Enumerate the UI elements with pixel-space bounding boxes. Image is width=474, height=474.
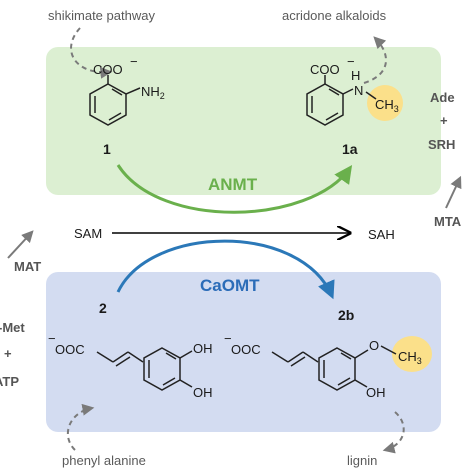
ade-label: Ade xyxy=(430,90,455,105)
compound-2b-number: 2b xyxy=(338,307,354,323)
compound-2b-charge: − xyxy=(224,331,232,346)
compound-1-number: 1 xyxy=(103,141,111,157)
plus-1: + xyxy=(440,113,448,128)
anmt-label: ANMT xyxy=(208,175,258,194)
compound-2-ooc: OOC xyxy=(55,342,85,357)
phenyl-dashed-arrow xyxy=(66,403,95,451)
compound-1a-number: 1a xyxy=(342,141,358,157)
mta-arrow xyxy=(445,175,462,209)
compound-2-number: 2 xyxy=(99,300,107,316)
mta-label: MTA xyxy=(434,214,462,229)
methyl-highlight-1a xyxy=(367,85,403,121)
caomt-panel xyxy=(46,272,441,432)
anmt-arrow xyxy=(116,164,353,214)
caomt-label: CaOMT xyxy=(200,276,260,295)
mat-label: MAT xyxy=(14,259,41,274)
lignin-label: lignin xyxy=(347,453,377,468)
compound-1a-h: H xyxy=(351,68,360,83)
compound-1a-ch3: CH3 xyxy=(375,97,399,114)
compound-2-structure xyxy=(96,347,193,391)
phenyl-alanine-label: phenyl alanine xyxy=(62,453,146,468)
compound-2-oh-top: OH xyxy=(193,341,213,356)
plus-2: + xyxy=(4,346,12,361)
lignin-dashed-arrow xyxy=(382,411,405,454)
acridone-dashed-arrow xyxy=(363,36,387,84)
compound-2b-ooc: OOC xyxy=(231,342,261,357)
anmt-panel xyxy=(46,47,441,195)
met-label: -Met xyxy=(0,320,25,335)
methyl-highlight-2b xyxy=(392,336,432,372)
compound-2-charge: − xyxy=(48,331,56,346)
acridone-label: acridone alkaloids xyxy=(282,8,387,23)
compound-2b-ch3: CH3 xyxy=(398,349,422,366)
mat-arrow xyxy=(7,230,34,259)
compound-2b-oh: OH xyxy=(366,385,386,400)
compound-1a-n: N xyxy=(354,83,363,98)
compound-1-structure xyxy=(89,75,141,126)
compound-1-nh2: NH2 xyxy=(141,84,165,101)
sah-label: SAH xyxy=(368,227,395,242)
compound-1-coo: COO xyxy=(93,62,123,77)
compound-2b-o: O xyxy=(369,338,379,353)
compound-1a-structure xyxy=(306,75,377,126)
compound-1-coo-charge: − xyxy=(130,54,138,69)
compound-1a-coo-charge: − xyxy=(347,54,355,69)
compound-1a-coo: COO xyxy=(310,62,340,77)
compound-2b-structure xyxy=(271,345,397,391)
srh-label: SRH xyxy=(428,137,455,152)
shikimate-dashed-arrow xyxy=(70,27,113,79)
caomt-arrow xyxy=(116,239,335,300)
sam-label: SAM xyxy=(74,226,102,241)
atp-label: ATP xyxy=(0,374,19,389)
shikimate-label: shikimate pathway xyxy=(48,8,155,23)
compound-2-oh-bottom: OH xyxy=(193,385,213,400)
